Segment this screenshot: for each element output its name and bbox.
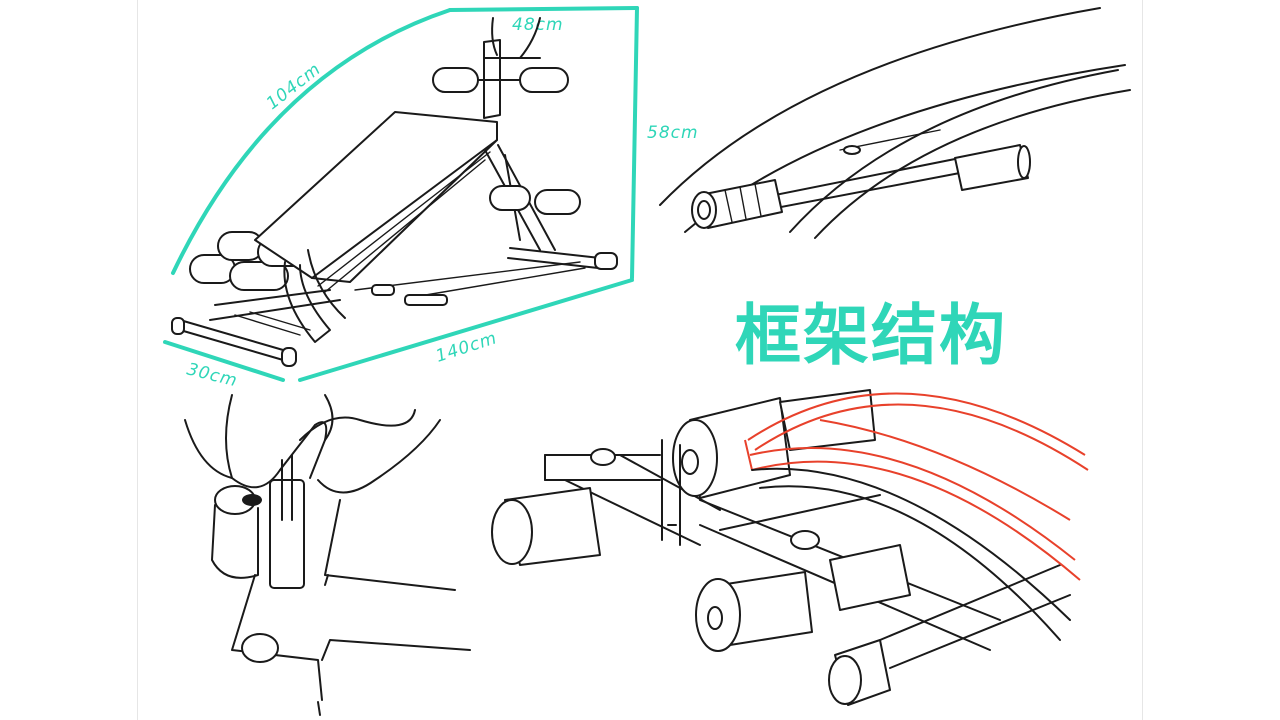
page-margin-right xyxy=(1142,0,1143,720)
dim-line-length-diag xyxy=(171,8,452,275)
bench-sketch xyxy=(171,17,618,367)
dim-label-length-diag: 104cm xyxy=(263,59,325,114)
dim-label-length-base: 140cm xyxy=(433,328,499,367)
dim-label-height: 58cm xyxy=(647,123,699,143)
bench-front-rollers xyxy=(189,231,317,291)
page-margin-left xyxy=(137,0,138,720)
section-title: 框架结构 xyxy=(735,297,1007,374)
dim-line-height xyxy=(630,6,639,280)
dim-line-width-top xyxy=(448,6,639,12)
dim-line-width-base xyxy=(163,340,285,382)
dimension-lines xyxy=(163,6,639,382)
hands-pin-sketch xyxy=(184,394,471,716)
tube-closeup-sketch xyxy=(659,7,1131,239)
frame-closeup-sketch xyxy=(491,389,1089,706)
dim-line-length-base xyxy=(298,278,634,382)
seat-frame-highlight xyxy=(744,392,1089,581)
